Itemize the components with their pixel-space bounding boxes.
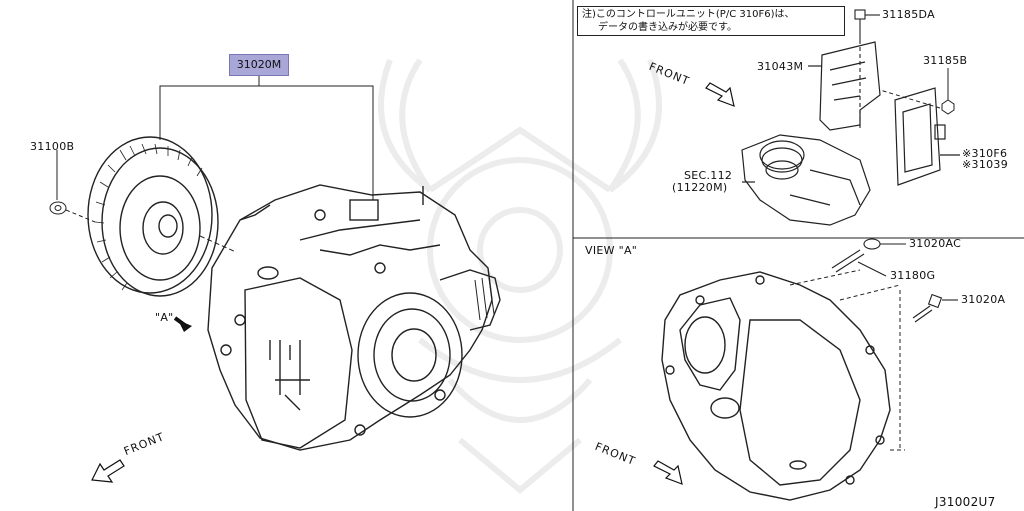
part-label-31020M[interactable]: 31020M (229, 54, 289, 76)
nut-31185B (879, 68, 955, 115)
watermark-logo (378, 58, 662, 494)
view-a-arrow (173, 316, 192, 332)
part-label-31100B[interactable]: 31100B (30, 140, 75, 153)
front-arrow-left (91, 459, 125, 483)
part-label-31180G[interactable]: 31180G (890, 269, 936, 282)
screw-31185DA (854, 9, 880, 130)
front-arrow-bottom (653, 460, 683, 485)
part-label-31020A[interactable]: 31020A (961, 293, 1006, 306)
section-ref-sub-label[interactable]: (11220M) (672, 181, 728, 194)
part-label-31185DA[interactable]: 31185DA (882, 8, 935, 21)
valve-body-sec112 (741, 134, 871, 226)
front-arrow-top (705, 82, 735, 107)
part-leader-31020M (159, 76, 374, 200)
stud-31180G (831, 238, 906, 277)
diagram-id: J31002U7 (935, 495, 996, 509)
bolt-31020A (912, 293, 958, 323)
note-line-1: 注)このコントロールユニット(P/C 310F6)は、 (582, 9, 795, 20)
view-a-title: VIEW "A" (585, 244, 638, 257)
part-label-31020AC[interactable]: 31020AC (909, 237, 962, 250)
part-label-31043M[interactable]: 31043M (757, 60, 804, 73)
control-unit-310F6 (894, 87, 960, 186)
part-label-31185B[interactable]: 31185B (923, 54, 968, 67)
transmission-case (207, 184, 501, 451)
section-ref-label[interactable]: SEC.112 (684, 169, 733, 182)
part-label-310F6[interactable]: ※310F6 (962, 147, 1008, 160)
part-label-31039[interactable]: ※31039 (962, 158, 1009, 171)
converter-housing (661, 269, 905, 501)
bracket-31043M (808, 41, 881, 131)
control-unit-note: 注)このコントロールユニット(P/C 310F6)は、 データの書き込みが必要で… (577, 6, 845, 36)
view-a-marker: "A" (155, 311, 174, 324)
torque-converter (87, 136, 237, 297)
note-line-2: データの書き込みが必要です。 (598, 22, 737, 33)
bolt-31100B (49, 150, 96, 223)
